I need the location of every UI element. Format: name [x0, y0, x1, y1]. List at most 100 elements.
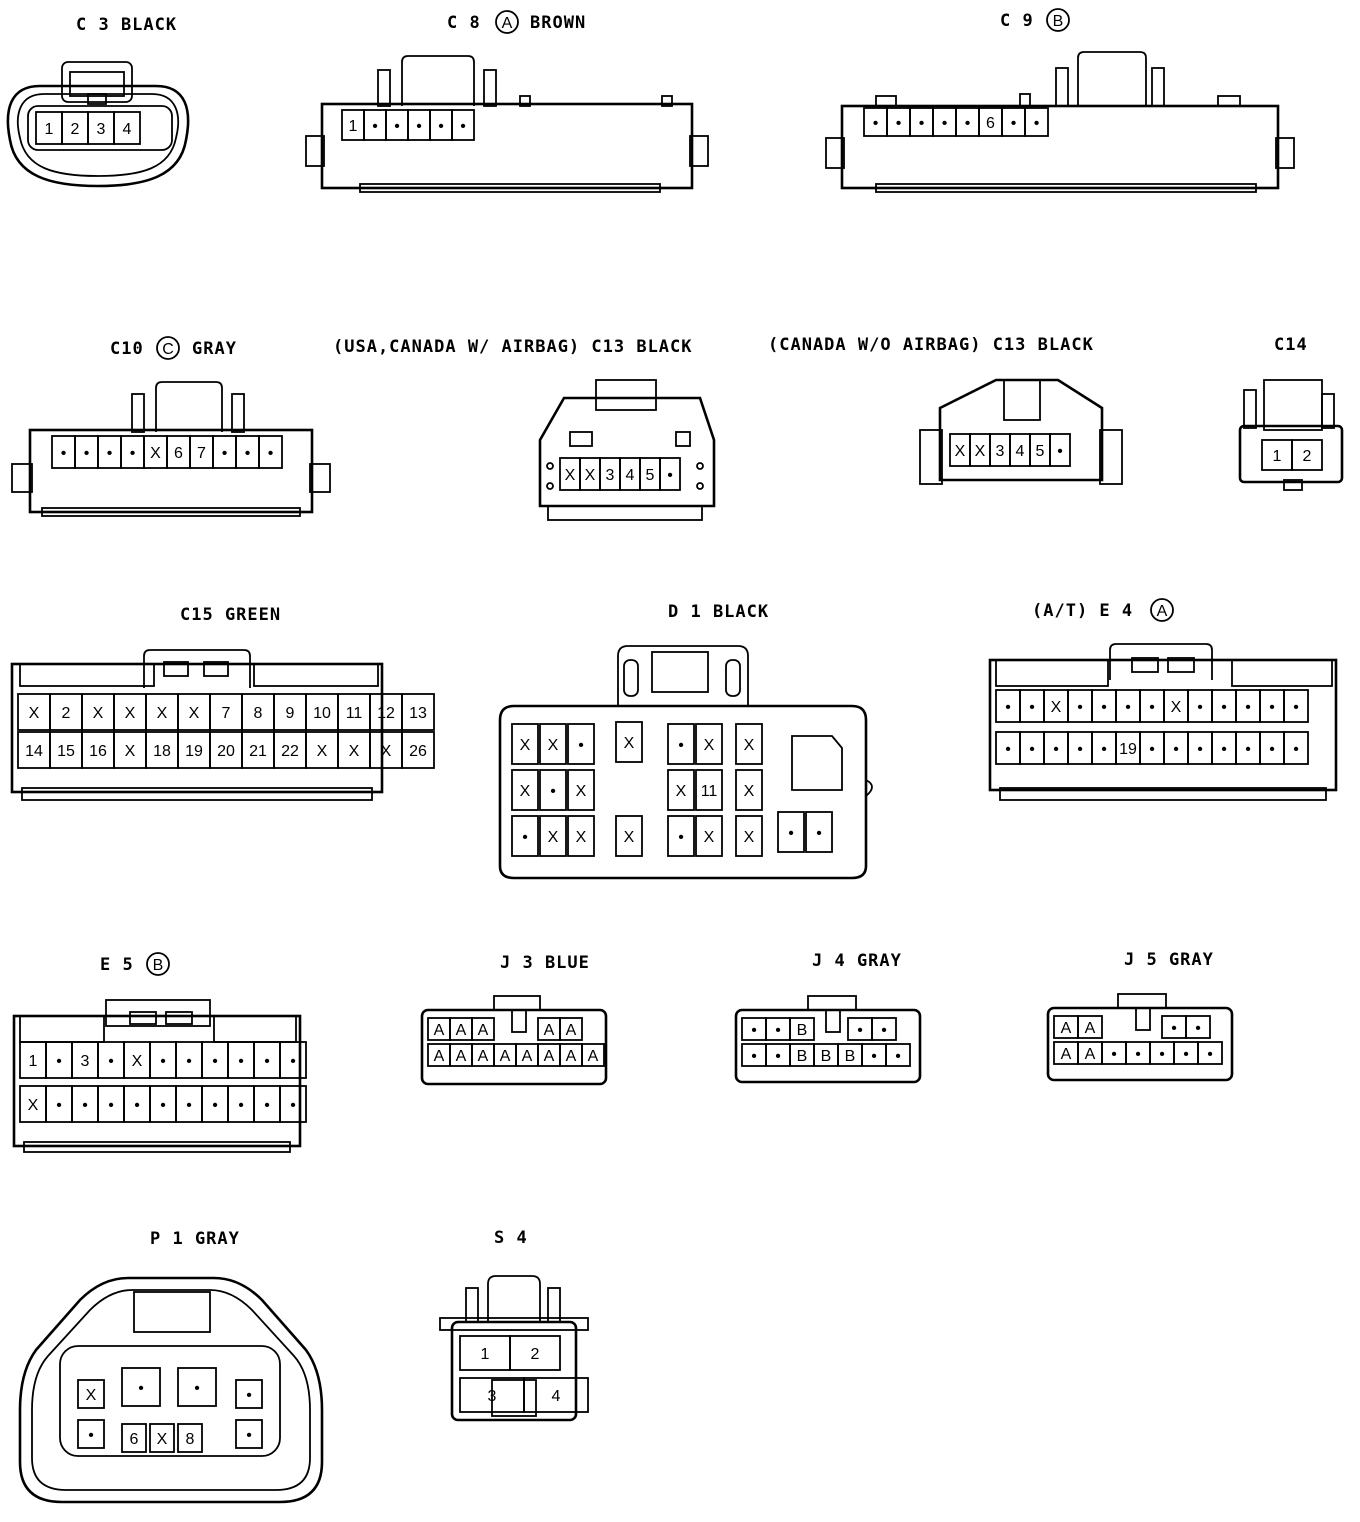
- e5-pin-cell: [279, 1041, 307, 1079]
- c9-pin-label: 6: [986, 115, 995, 132]
- c13a-body: [538, 379, 716, 521]
- c8-color-label: BROWN: [530, 13, 586, 33]
- d1-pin-cell: [567, 815, 595, 857]
- e4-pin: •: [1259, 731, 1285, 765]
- c15-pin-label: 21: [249, 743, 267, 760]
- c9-pin: •: [932, 107, 957, 137]
- e4-pin: •: [1187, 689, 1213, 723]
- j3-pin-label: A: [588, 1048, 599, 1065]
- e4-pin: •: [1019, 731, 1045, 765]
- d1-pin-cell: [539, 815, 567, 857]
- c15-pin-label: 18: [153, 743, 171, 760]
- j3-pin: A: [493, 1043, 517, 1067]
- d1-pin-label: X: [520, 783, 531, 800]
- c15-pin: 19: [177, 731, 211, 769]
- e4-pin-label: •: [1005, 699, 1011, 716]
- j3-pin: A: [427, 1043, 451, 1067]
- e4-pin-label: •: [1077, 741, 1083, 758]
- c9-pin-label: •: [965, 115, 971, 132]
- c8-pin-label: •: [460, 118, 466, 135]
- c15-pin-label: X: [189, 705, 200, 722]
- svg-text:C: C: [162, 341, 174, 358]
- d1-pin: X: [511, 769, 539, 811]
- e5-pin: •: [175, 1085, 203, 1123]
- c3-pin-label: 3: [97, 121, 106, 138]
- p1-pin-label: •: [138, 1380, 144, 1397]
- c13b-pin: 5: [1029, 433, 1051, 467]
- j5-pin-label: •: [1135, 1046, 1141, 1063]
- c15-pin-label: X: [125, 743, 136, 760]
- c15-pin-label: X: [157, 705, 168, 722]
- j3-pin-label: A: [478, 1048, 489, 1065]
- c15-pin-label: 10: [313, 705, 331, 722]
- c8-pin-cell: [451, 109, 475, 141]
- j5-pin: •: [1197, 1041, 1223, 1065]
- j5-pin: A: [1077, 1041, 1103, 1065]
- j4-pin-label: •: [857, 1022, 863, 1039]
- e5-label: E 5: [100, 955, 134, 975]
- e5-pin-label: •: [82, 1097, 88, 1114]
- e4-pin-label: X: [1171, 699, 1182, 716]
- d1-pin-label: •: [522, 829, 528, 846]
- e5-pin: •: [175, 1041, 203, 1079]
- j3-pin-cell: [581, 1043, 605, 1067]
- e5-pin-label: •: [108, 1097, 114, 1114]
- d1-pin: •: [667, 723, 695, 765]
- d1-pin: X: [511, 723, 539, 765]
- e4-pin-label: •: [1125, 699, 1131, 716]
- d1-pin: X: [735, 723, 763, 765]
- e4-pin-label: •: [1101, 699, 1107, 716]
- j5-pin: •: [1101, 1041, 1127, 1065]
- c13b-pin-label: •: [1057, 443, 1063, 460]
- d1-pin-cell: [539, 723, 567, 765]
- j4-label: J 4 GRAY: [812, 951, 902, 971]
- e5-pin-label: •: [264, 1097, 270, 1114]
- c10-pin: •: [97, 435, 122, 469]
- j5-pin-label: A: [1085, 1020, 1096, 1037]
- e5-pin: •: [279, 1085, 307, 1123]
- c13b-pin: •: [1049, 433, 1071, 467]
- j5-pin-cell: [1197, 1041, 1223, 1065]
- p1-pin: •: [77, 1419, 105, 1449]
- connector-bodies: [6, 51, 1344, 1504]
- p1-pin-label: •: [194, 1380, 200, 1397]
- e5-pin: X: [123, 1041, 151, 1079]
- j4-pin: •: [861, 1043, 887, 1067]
- c9-pin: •: [955, 107, 980, 137]
- c15-pin: 21: [241, 731, 275, 769]
- c9-pin-label: •: [919, 115, 925, 132]
- e4-pin-cell: [1283, 689, 1309, 723]
- c8-pin: 1: [341, 109, 365, 141]
- c8-pin-label: 1: [349, 118, 358, 135]
- e5-pin-label: •: [212, 1097, 218, 1114]
- c15-body: [10, 649, 384, 801]
- p1-pin-cell: [77, 1419, 105, 1449]
- c8-pin-label: •: [372, 118, 378, 135]
- d1-pin-label: X: [548, 737, 559, 754]
- c15-pin: 12: [369, 693, 403, 731]
- s4-body: [439, 1275, 589, 1422]
- c10-pin-label: 7: [197, 445, 206, 462]
- c10-pin-label: •: [107, 445, 113, 462]
- e4-pin: X: [1043, 689, 1069, 723]
- c3-pin-label: 2: [71, 121, 80, 138]
- e5-pin: •: [45, 1085, 73, 1123]
- c15-pin-label: 20: [217, 743, 235, 760]
- j5-pin-label: A: [1061, 1020, 1072, 1037]
- e4-pin-label: 19: [1119, 741, 1137, 758]
- j3-pin: A: [427, 1017, 451, 1041]
- c15-pin-label: 14: [25, 743, 43, 760]
- s4-pin: 1: [459, 1335, 511, 1371]
- e4-pin-label: •: [1221, 741, 1227, 758]
- d1-pin-label: X: [576, 783, 587, 800]
- c13b-pin-label: X: [975, 443, 986, 460]
- j3-pin: A: [471, 1043, 495, 1067]
- e4-pin-label: •: [1293, 741, 1299, 758]
- d1-pin-cell: [615, 815, 643, 857]
- p1-pin: •: [177, 1367, 217, 1407]
- c10-pin: •: [258, 435, 283, 469]
- e4-pin-label: •: [1293, 699, 1299, 716]
- e5-pin-label: •: [186, 1097, 192, 1114]
- e5-pin: •: [97, 1085, 125, 1123]
- c10-pin-label: 6: [174, 445, 183, 462]
